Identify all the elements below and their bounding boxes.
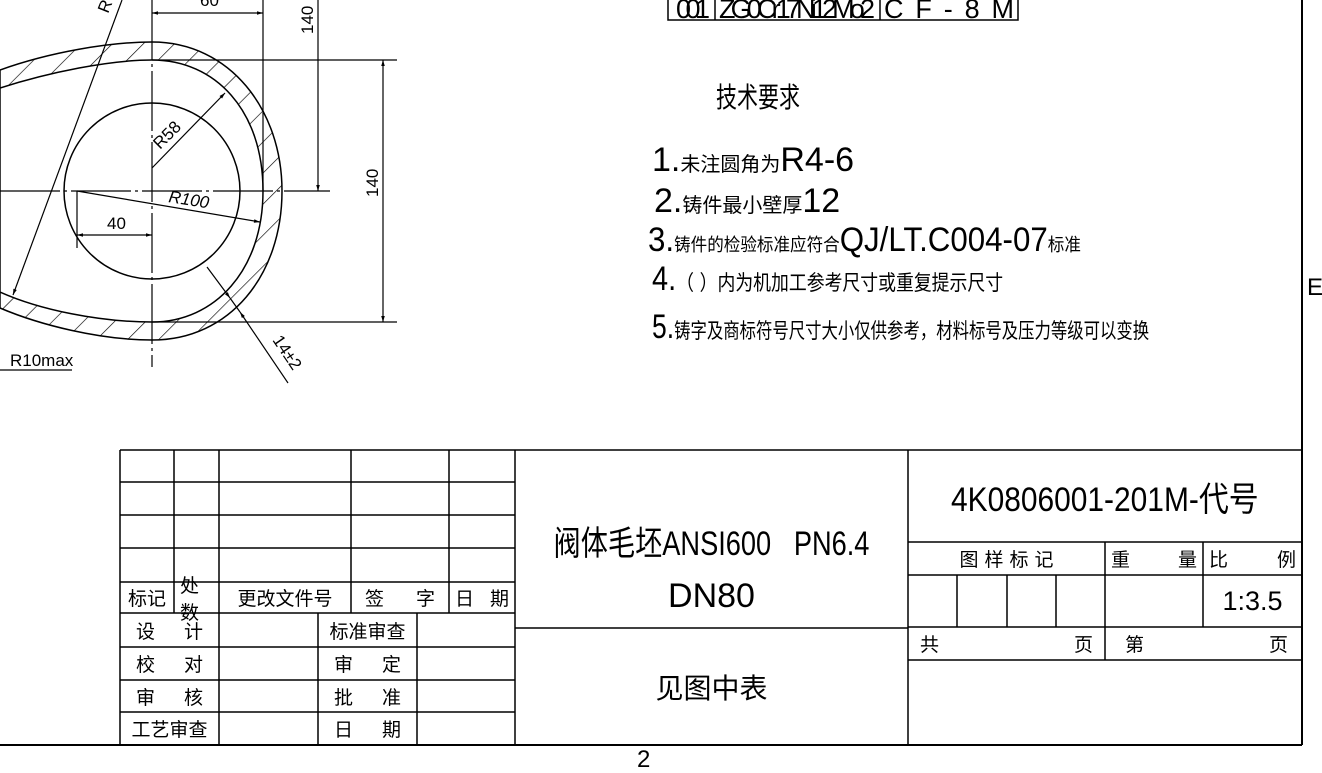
dimension-lines bbox=[0, 0, 397, 384]
tech-req-item: 2.铸件最小壁厚12 bbox=[654, 184, 840, 218]
tech-req-item: 5.铸字及商标符号尺寸大小仅供参考，材料标号及压力等级可以变换 bbox=[652, 310, 1149, 344]
sample-mark-label: 图 样 标 记 bbox=[959, 549, 1054, 571]
header-signature: 签字 bbox=[365, 588, 435, 610]
item-text: 铸件最小壁厚 bbox=[682, 193, 803, 217]
item-number: 1. bbox=[652, 141, 681, 179]
tech-req-title: 技术要求 bbox=[716, 81, 801, 114]
sig-check: 校对 bbox=[136, 654, 203, 676]
tech-req-item: 1.未注圆角为R4-6 bbox=[652, 143, 854, 177]
dim-r100: R100 bbox=[167, 187, 211, 212]
sig-approve-final: 审定 bbox=[334, 654, 401, 676]
item-number: 4. bbox=[652, 260, 677, 298]
zone-mark-right: E bbox=[1307, 274, 1322, 301]
item-value: R4-6 bbox=[780, 141, 855, 179]
header-date: 日期 bbox=[455, 588, 509, 610]
material-code: 001 bbox=[676, 0, 710, 24]
tech-req-item: 4.（ ）内为机加工参考尺寸或重复提示尺寸 bbox=[652, 262, 1003, 296]
dim-r58: R58 bbox=[149, 117, 184, 152]
item-number: 5. bbox=[652, 308, 675, 346]
item-number: 2. bbox=[654, 182, 683, 220]
item-value: 12 bbox=[802, 182, 841, 220]
sig-date: 日期 bbox=[334, 719, 401, 741]
scale-value: 1:3.5 bbox=[1222, 585, 1283, 616]
page-number: 第页 bbox=[1125, 634, 1288, 656]
drawing-frame bbox=[0, 0, 1303, 746]
item-text: （ ）内为机加工参考尺寸或重复提示尺寸 bbox=[676, 271, 1004, 295]
dim-140-right: 140 bbox=[363, 169, 382, 197]
item-text: 铸字及商标符号尺寸大小仅供参考，材料标号及压力等级可以变换 bbox=[674, 319, 1150, 343]
material-note: 见图中表 bbox=[655, 671, 768, 705]
note-r10max: R10max bbox=[10, 351, 74, 370]
item-text: 未注圆角为 bbox=[680, 152, 781, 176]
zone-mark-bottom: 2 bbox=[637, 746, 651, 773]
dim-r-top: R bbox=[94, 0, 116, 15]
header-mark: 标记 bbox=[127, 588, 166, 610]
center-lines bbox=[0, 0, 330, 367]
drawing-number: 4K0806001-201M-代号 bbox=[951, 480, 1259, 519]
part-name: 阀体毛坯ANSI600 PN6.4 bbox=[553, 524, 870, 563]
sig-review: 审核 bbox=[136, 686, 203, 709]
item-tail: 标准 bbox=[1047, 235, 1081, 256]
sig-process-review: 工艺审查 bbox=[131, 719, 208, 741]
tech-req-item: 3.铸件的检验标准应符合QJ/LT.C004-07标准 bbox=[648, 223, 1081, 257]
header-count: 处数 bbox=[180, 574, 200, 624]
dim-60: 60 bbox=[200, 0, 219, 10]
material-name: ZG0Cr17Ni12Mo2 bbox=[719, 0, 875, 24]
title-block-grid bbox=[119, 449, 1302, 745]
item-number: 3. bbox=[648, 221, 675, 259]
scale-label: 比例 bbox=[1209, 549, 1296, 571]
item-text: 铸件的检验标准应符合 bbox=[674, 235, 840, 256]
dim-140-upper: 140 bbox=[298, 6, 317, 34]
sig-authorize: 批准 bbox=[334, 686, 401, 709]
sig-design: 设计 bbox=[136, 620, 203, 643]
material-table bbox=[667, 0, 1019, 21]
header-change-doc: 更改文件号 bbox=[237, 588, 333, 610]
dim-wall-thickness: 14±2 bbox=[269, 332, 306, 374]
part-size: DN80 bbox=[668, 576, 755, 615]
total-pages: 共页 bbox=[920, 634, 1093, 656]
item-value: QJ/LT.C004-07 bbox=[839, 221, 1048, 259]
weight-label: 重量 bbox=[1111, 549, 1197, 571]
sig-standard-review: 标准审查 bbox=[329, 620, 406, 643]
dim-40: 40 bbox=[107, 214, 126, 233]
